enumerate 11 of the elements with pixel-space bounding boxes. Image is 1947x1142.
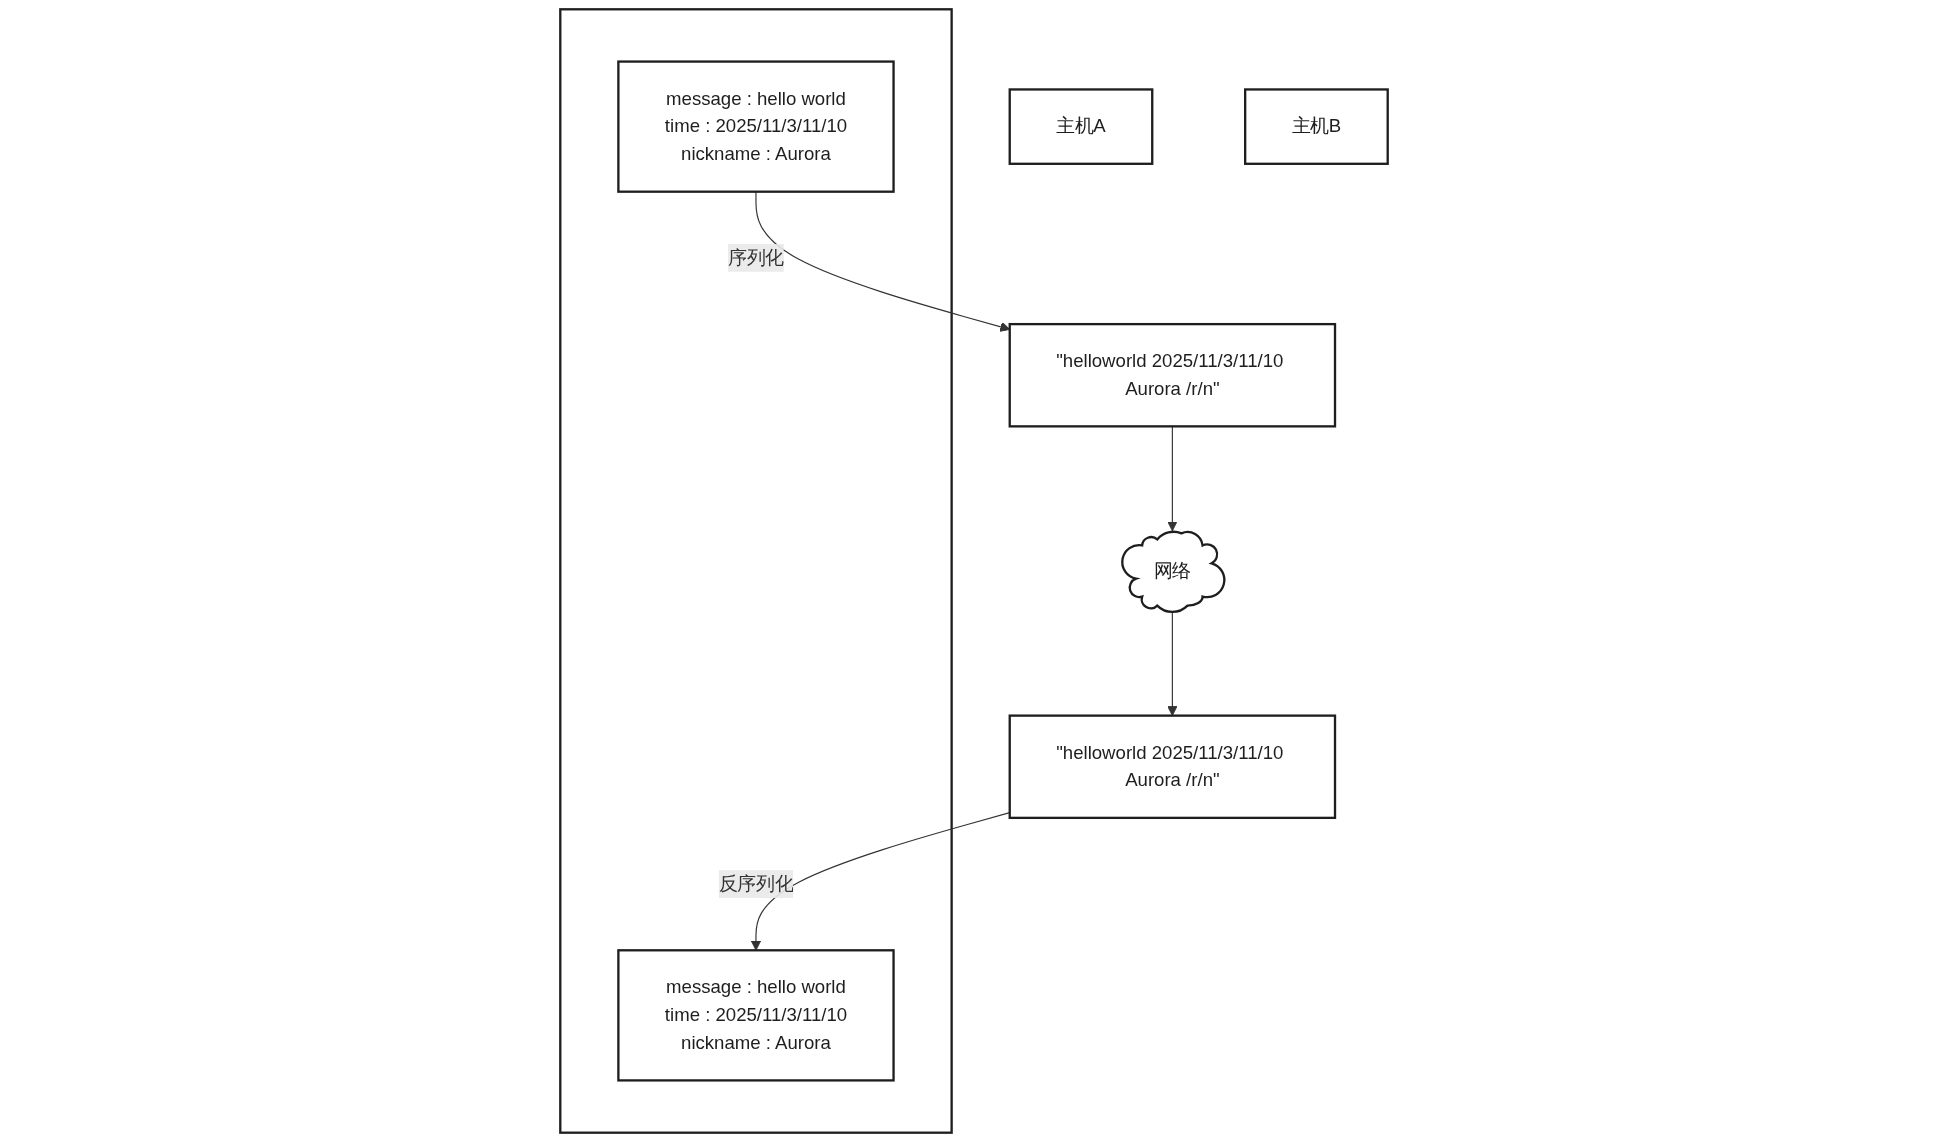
arrow [750, 812, 1010, 951]
node-box: message : hello world time : 2025/11/3/11/10 nickname : Aurora [616, 949, 895, 1082]
arrow [754, 191, 1010, 332]
node-box: 主机A [1008, 88, 1153, 165]
node-box: 主机B [1243, 88, 1389, 165]
node-box: message : hello world time : 2025/11/3/11/10 nickname : Aurora [616, 60, 895, 193]
edge-label: 反序列化 [718, 873, 793, 894]
cluster [558, 8, 953, 1134]
node-box: "helloworld 2025/11/3/11/10 Aurora /r/n" [1008, 714, 1336, 819]
node-box: "helloworld 2025/11/3/11/10 Aurora /r/n" [1008, 322, 1336, 428]
edge-label: 序列化 [727, 247, 784, 268]
